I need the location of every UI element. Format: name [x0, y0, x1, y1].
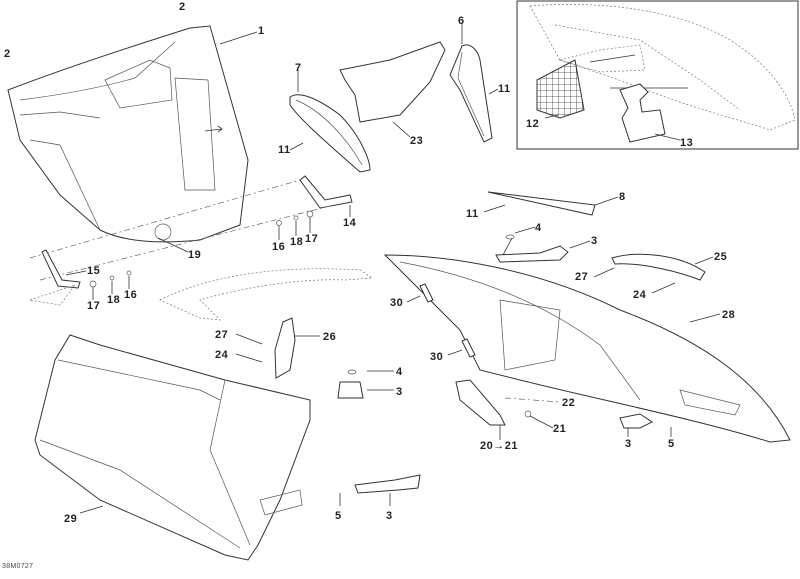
- callout-29[interactable]: 29: [64, 513, 78, 525]
- callout-16[interactable]: 16: [124, 289, 138, 301]
- callout-12[interactable]: 12: [526, 118, 540, 130]
- callout-4[interactable]: 4: [535, 222, 542, 234]
- callout-28[interactable]: 28: [722, 309, 736, 321]
- part-3-handle-right: [619, 413, 672, 437]
- callout-3[interactable]: 3: [396, 386, 403, 398]
- callout-3[interactable]: 3: [625, 438, 632, 450]
- callout-30[interactable]: 30: [390, 297, 404, 309]
- side-deflector-center: [29, 268, 374, 321]
- part-7-vent-left: [289, 70, 371, 173]
- part-23-inner-panel: [339, 41, 446, 138]
- callout-4[interactable]: 4: [396, 366, 403, 378]
- callout-5[interactable]: 5: [668, 438, 675, 450]
- callout-3[interactable]: 3: [386, 510, 393, 522]
- part-8-strip: [483, 191, 619, 216]
- callout-8[interactable]: 8: [619, 191, 626, 203]
- part-29-side-panel: [34, 334, 311, 561]
- callout-16[interactable]: 16: [272, 241, 286, 253]
- callout-15[interactable]: 15: [87, 265, 101, 277]
- part-1-front-panel: [7, 25, 258, 243]
- callout-6[interactable]: 6: [458, 15, 465, 27]
- callout-23[interactable]: 23: [410, 135, 424, 147]
- part-28-hood: [383, 254, 791, 443]
- callout-22[interactable]: 22: [562, 397, 576, 409]
- callout-11[interactable]: 11: [498, 83, 511, 95]
- callout-25[interactable]: 25: [714, 251, 728, 263]
- callout-7[interactable]: 7: [295, 62, 302, 74]
- callout-17[interactable]: 17: [87, 300, 101, 312]
- callout-1[interactable]: 1: [258, 25, 265, 37]
- callout-11[interactable]: 11: [466, 208, 479, 220]
- callout-14[interactable]: 14: [343, 217, 357, 229]
- part-3-handle-center: [337, 369, 394, 399]
- callout-18[interactable]: 18: [290, 236, 304, 248]
- part-26-deflector: [235, 317, 320, 379]
- callout-17[interactable]: 17: [305, 233, 319, 245]
- part-15-bracket: [41, 237, 189, 300]
- callout-3[interactable]: 3: [591, 235, 598, 247]
- callout-27[interactable]: 27: [575, 271, 589, 283]
- callout-5[interactable]: 5: [335, 510, 342, 522]
- callout-2[interactable]: 2: [179, 1, 186, 13]
- callout-30[interactable]: 30: [430, 351, 444, 363]
- callout-11[interactable]: 11: [278, 144, 291, 156]
- callout-21[interactable]: 21: [553, 423, 567, 435]
- small-parts-right: [406, 226, 714, 358]
- callout-26[interactable]: 26: [323, 331, 337, 343]
- drawing-code: 38M0727: [2, 563, 34, 570]
- part-6-vent-right: [449, 24, 499, 143]
- part-3-handle-bottom: [339, 474, 421, 506]
- part-14-bracket: [29, 175, 353, 281]
- callout-24[interactable]: 24: [633, 289, 647, 301]
- callout-24[interactable]: 24: [215, 349, 229, 361]
- part-20-plate: [455, 379, 561, 440]
- callout-19[interactable]: 19: [188, 249, 202, 261]
- callout-18[interactable]: 18: [107, 294, 121, 306]
- callout-20-to-21[interactable]: 20→21: [480, 440, 518, 452]
- detail-inset: [516, 0, 799, 150]
- callout-27[interactable]: 27: [215, 329, 229, 341]
- callout-2[interactable]: 2: [4, 48, 11, 60]
- callout-13[interactable]: 13: [680, 137, 694, 149]
